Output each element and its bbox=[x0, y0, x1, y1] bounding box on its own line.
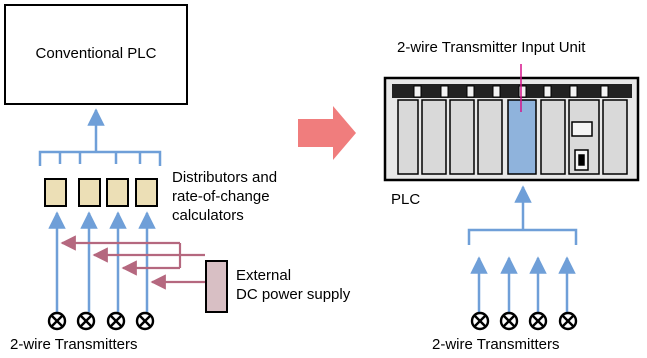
distributor-3 bbox=[106, 178, 129, 207]
left-transmitters-label: 2-wire Transmitters bbox=[10, 336, 138, 353]
left-signal-lines bbox=[48, 211, 156, 312]
plc-label: PLC bbox=[391, 191, 421, 208]
io-module bbox=[540, 99, 566, 175]
transition-arrow bbox=[298, 106, 356, 160]
transmitter-icon bbox=[135, 311, 155, 331]
right-signal-lines bbox=[470, 256, 576, 312]
power-supply-label: External DC power supply bbox=[236, 267, 351, 303]
power-module bbox=[602, 99, 628, 175]
cpu-details bbox=[571, 121, 593, 171]
right-transmitters bbox=[470, 311, 578, 331]
transmitter-icon bbox=[76, 311, 96, 331]
power-lines bbox=[60, 235, 205, 290]
right-transmitters-label: 2-wire Transmitters bbox=[432, 336, 560, 353]
distributor-1 bbox=[44, 178, 67, 207]
conventional-plc-box bbox=[4, 4, 188, 105]
rack-tabs bbox=[413, 85, 609, 98]
input-unit-module bbox=[507, 99, 537, 175]
transmitter-icon bbox=[106, 311, 126, 331]
distributor-4 bbox=[135, 178, 158, 207]
transmitter-icon bbox=[47, 311, 67, 331]
left-transmitters bbox=[47, 311, 155, 331]
external-power-supply bbox=[205, 260, 228, 313]
left-output-bus bbox=[38, 108, 162, 166]
rack-backplane bbox=[392, 84, 632, 98]
transmitter-icon bbox=[528, 311, 548, 331]
io-modules bbox=[397, 99, 628, 175]
input-unit-label: 2-wire Transmitter Input Unit bbox=[397, 39, 586, 56]
distributors-label: Distributors and rate-of-change calculat… bbox=[172, 169, 278, 224]
right-input-bus bbox=[467, 185, 578, 245]
io-module bbox=[477, 99, 503, 175]
conventional-plc-label: Conventional PLC bbox=[35, 45, 157, 62]
distributor-2 bbox=[78, 178, 101, 207]
io-module bbox=[397, 99, 419, 175]
io-module bbox=[421, 99, 447, 175]
transmitter-icon bbox=[558, 311, 578, 331]
io-module bbox=[449, 99, 475, 175]
transmitter-icon bbox=[470, 311, 490, 331]
transmitter-icon bbox=[499, 311, 519, 331]
